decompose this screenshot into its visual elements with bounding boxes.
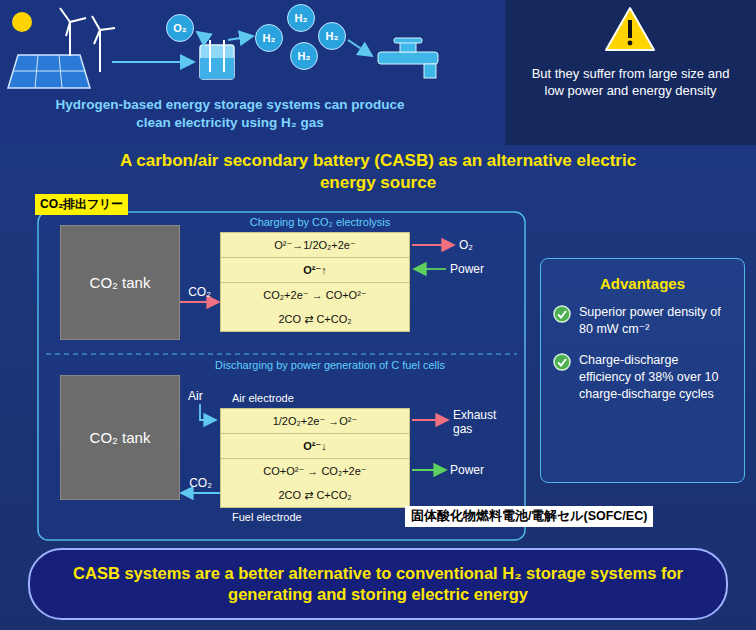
- electrolysis-beaker: [200, 40, 234, 79]
- gas-label: Air: [188, 389, 203, 403]
- power-input-arrow: [414, 268, 446, 270]
- node-text: 2CO ⇄ C+CO₂: [221, 307, 409, 331]
- solar-panel: [8, 55, 90, 88]
- h2-bubble: H₂: [290, 42, 318, 70]
- node-text: O²⁻↑: [221, 257, 409, 283]
- diagram-title: A carbon/air secondary battery (CASB) as…: [98, 150, 658, 194]
- power-label: Power: [450, 262, 484, 276]
- advantages-box: AdvantagesSuperior power density of 80 m…: [540, 258, 745, 483]
- cell-system-outline: [38, 212, 525, 540]
- node-text: H₂: [295, 12, 308, 24]
- node-text: Charge-discharge efficiency of 38% over …: [553, 352, 732, 403]
- node-text: H₂: [263, 32, 276, 44]
- node-text: 2CO ⇄ C+CO₂: [221, 483, 409, 507]
- edge-label: CO₂: [189, 476, 212, 490]
- highlight-tag: CO₂排出フリー: [35, 194, 128, 215]
- node-text: CO₂排出フリー: [40, 196, 123, 213]
- flow-connector: [181, 492, 220, 494]
- section-heading: Charging by CO₂ electrolysis: [215, 216, 425, 228]
- node-text: 1/2O₂+2e⁻ →O²⁻: [221, 409, 409, 433]
- gas-label: O₂: [459, 238, 473, 252]
- section-heading: Discharging by power generation of C fue…: [180, 359, 480, 371]
- faucet-icon: [378, 38, 438, 78]
- node-text: Superior power density of 80 mW cm⁻²: [553, 304, 732, 338]
- edge-label: CO₂: [188, 285, 211, 299]
- node-text: O²⁻→1/2O₂+2e⁻: [221, 233, 409, 257]
- power-output-arrow: [412, 469, 446, 471]
- node-text: Advantages: [553, 275, 732, 292]
- electrode-label: Air electrode: [232, 392, 294, 404]
- air-inflow-arrow: [200, 404, 216, 420]
- co2-tank: CO₂ tank: [60, 375, 180, 500]
- o2-bubble: O₂: [166, 14, 194, 42]
- conclusion-banner: CASB systems are a better alternative to…: [28, 548, 728, 620]
- node-text: CO₂+2e⁻ → CO+O²⁻: [221, 283, 409, 307]
- electrode-label: Fuel electrode: [232, 511, 302, 523]
- warning-panel-ground: [505, 0, 756, 145]
- sun-icon: [12, 12, 32, 32]
- section-caption: Hydrogen-based energy storage systems ca…: [40, 96, 420, 131]
- node-text: H₂: [326, 30, 339, 42]
- node-text: O²⁻↓: [221, 433, 409, 459]
- section-divider: [46, 353, 517, 354]
- node-text: O₂: [173, 22, 186, 34]
- exhaust-arrow: [412, 419, 448, 421]
- co2-tank: CO₂ tank: [60, 225, 180, 340]
- node-text: But they suffer from large size and low …: [529, 66, 732, 100]
- node-text: CO+O²⁻ → CO₂+2e⁻: [221, 459, 409, 483]
- node-text: H₂: [298, 50, 311, 62]
- gas-label: Exhaust gas: [453, 408, 515, 437]
- node-text: CASB systems are a better alternative to…: [60, 563, 696, 606]
- flow-connector: [180, 301, 219, 303]
- highlight-tag: 固体酸化物燃料電池/電解セル(SOFC/EC): [405, 506, 653, 527]
- fuel-cell: 1/2O₂+2e⁻ →O²⁻O²⁻↓CO+O²⁻ → CO₂+2e⁻2CO ⇄ …: [220, 408, 410, 508]
- node-text: 固体酸化物燃料電池/電解セル(SOFC/EC): [411, 508, 647, 525]
- wind-turbines: [60, 8, 115, 72]
- top-band: [0, 0, 505, 145]
- h2-bubble: H₂: [255, 24, 283, 52]
- electrolysis-cell: O²⁻→1/2O₂+2e⁻O²⁻↑CO₂+2e⁻ → CO+O²⁻2CO ⇄ C…: [220, 232, 410, 332]
- o2-outflow-arrow: [412, 244, 454, 246]
- h2-bubble: H₂: [287, 4, 315, 32]
- power-label: Power: [450, 463, 484, 477]
- h2-bubble: H₂: [318, 22, 346, 50]
- node-text: CO₂ tank: [90, 274, 151, 291]
- node-text: CO₂ tank: [90, 429, 151, 446]
- warning-icon: [0, 0, 756, 60]
